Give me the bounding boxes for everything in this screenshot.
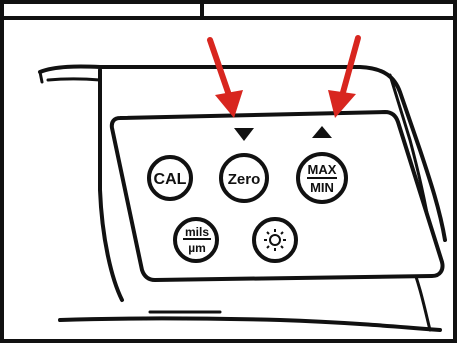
max-min-button[interactable]: MAX MIN [296,152,348,204]
max-label: MAX [308,162,337,177]
up-triangle-icon [312,126,332,138]
down-triangle-icon [234,128,254,141]
min-label: MIN [310,180,334,195]
um-label: µm [188,241,206,255]
red-arrow-icon [207,37,243,118]
zero-button[interactable]: Zero [219,153,269,203]
mils-label: mils [185,225,209,239]
red-arrow-icon [328,35,361,118]
units-toggle-button[interactable]: mils µm [173,217,219,263]
sun-icon [264,229,286,251]
cal-label: CAL [154,171,187,188]
zero-label: Zero [228,171,261,188]
cal-button[interactable]: CAL [147,155,193,201]
backlight-button[interactable] [252,217,298,263]
